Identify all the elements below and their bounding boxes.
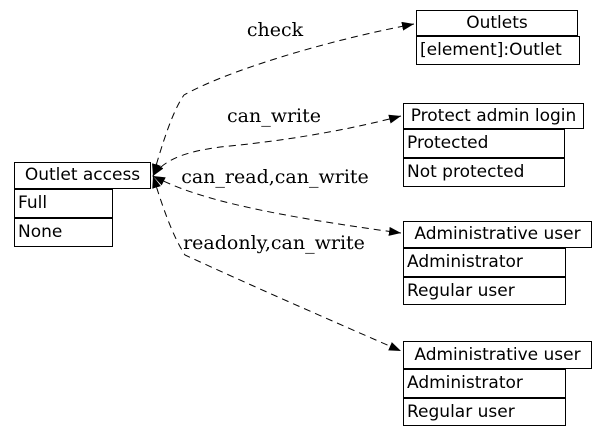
edge-can-write	[152, 114, 402, 177]
node-outlet-access-header: Outlet access	[14, 162, 151, 189]
node-protect-admin-login-row-not-protected: Not protected	[403, 158, 565, 187]
node-outlets-row-element: [element]:Outlet	[416, 36, 580, 65]
node-protect-admin-login-row-protected: Protected	[403, 129, 565, 158]
node-admin-user-bottom-row-regular-user: Regular user	[403, 398, 566, 426]
node-outlet-access-row-none: None	[14, 218, 113, 247]
edge-label-can-read-can-write: can_read,can_write	[181, 166, 369, 188]
edge-label-can-write: can_write	[226, 105, 322, 127]
node-protect-admin-login-header: Protect admin login	[403, 103, 584, 129]
node-admin-user-top-row-regular-user: Regular user	[403, 277, 566, 305]
node-outlet-access-row-full: Full	[14, 189, 113, 218]
node-outlets-header: Outlets	[416, 10, 578, 36]
node-admin-user-bottom-row-administrator: Administrator	[403, 369, 566, 398]
edge-check	[152, 21, 415, 177]
node-admin-user-top-header: Administrative user	[403, 221, 592, 248]
edge-label-check: check	[246, 19, 304, 41]
edge-readonly-can-write	[152, 175, 402, 352]
node-admin-user-bottom-header: Administrative user	[403, 341, 592, 369]
edge-label-readonly-can-write: readonly,can_write	[183, 232, 365, 254]
node-admin-user-top-row-administrator: Administrator	[403, 248, 566, 277]
